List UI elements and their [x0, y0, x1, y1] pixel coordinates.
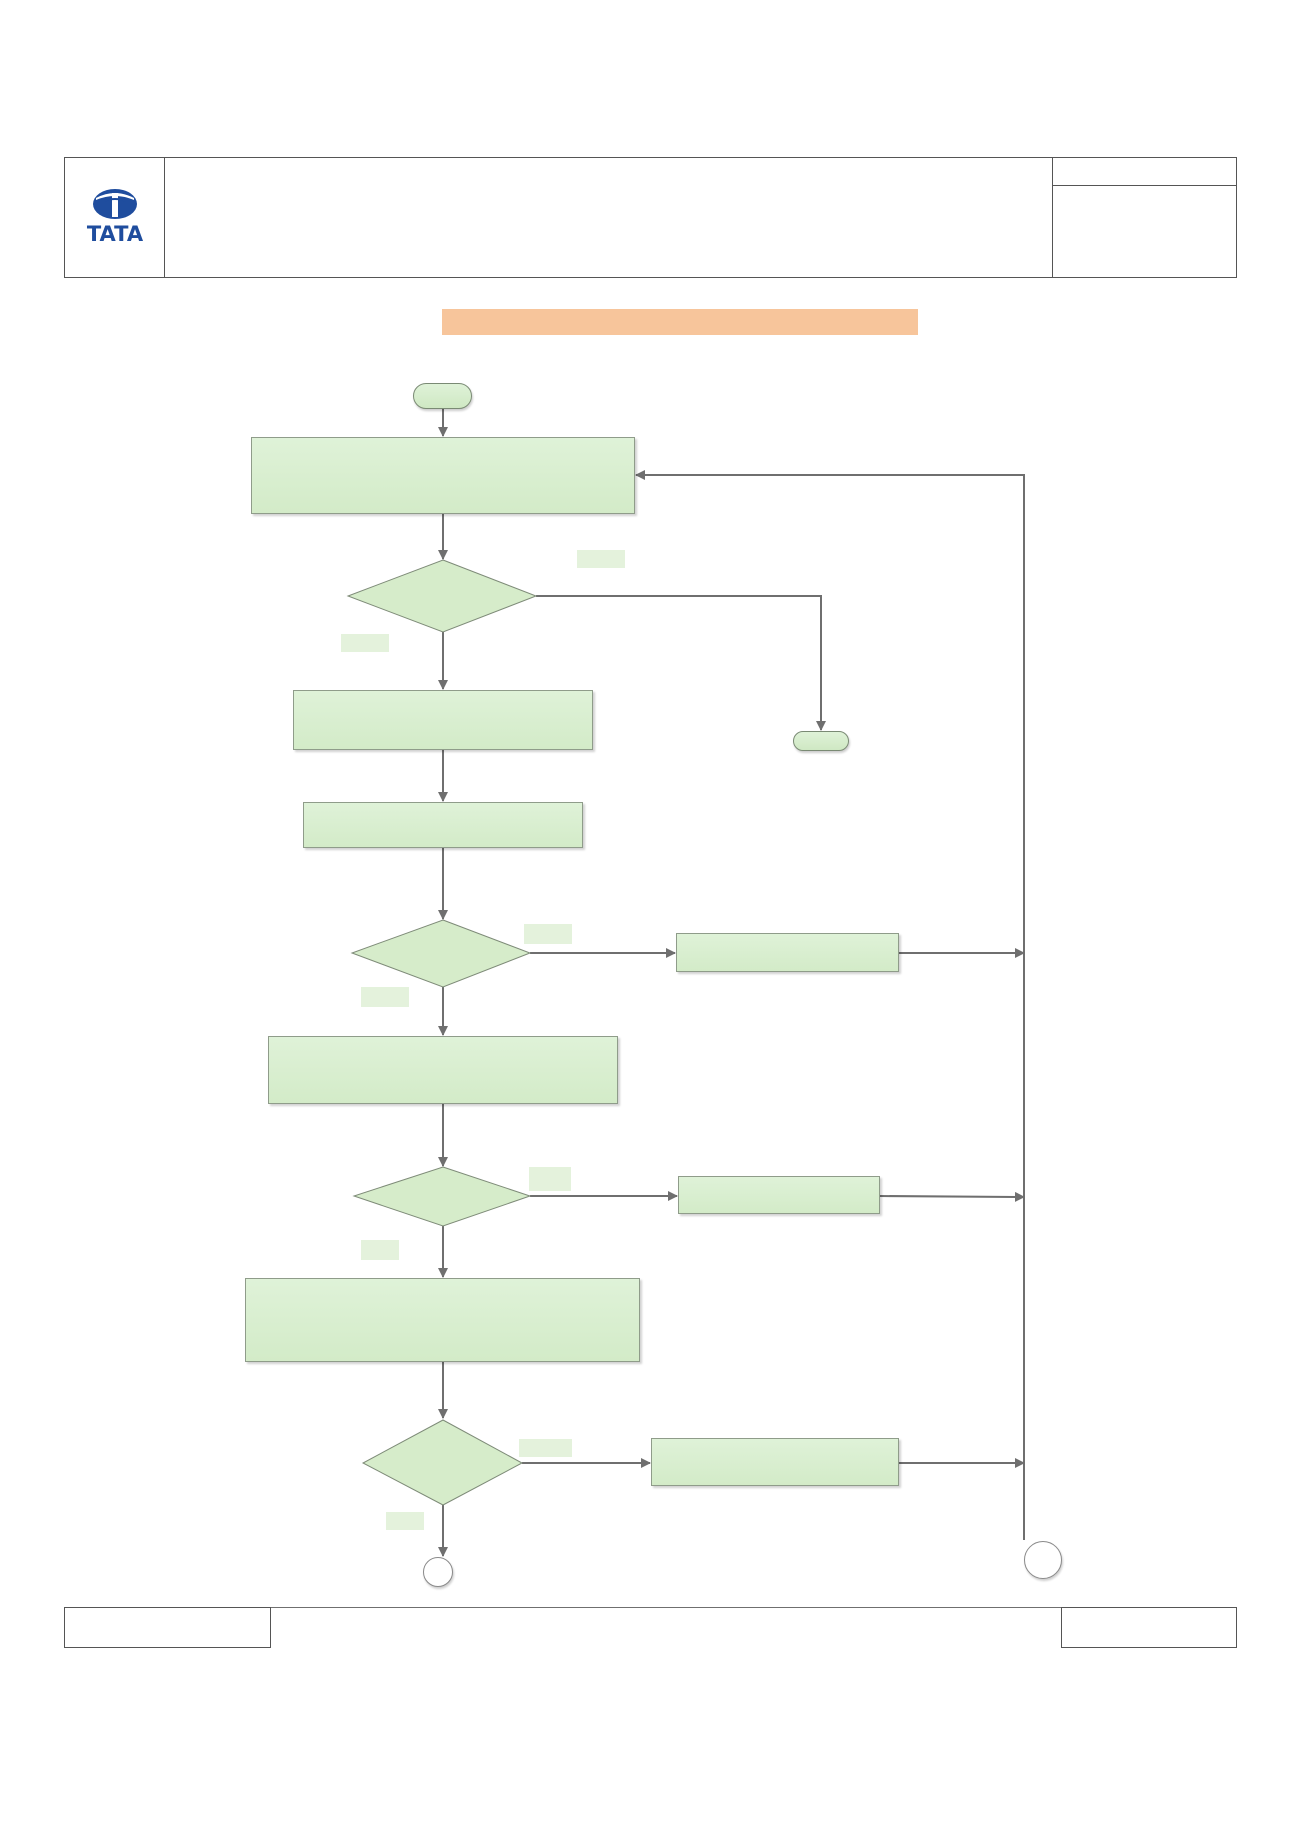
header-logo-cell: TATA [65, 158, 165, 277]
end-terminal-1 [793, 731, 849, 751]
decision-1-branch-down-label [341, 634, 389, 652]
decision-1-branch-right-label [577, 550, 625, 568]
start-terminal [413, 383, 472, 409]
decision-4-branch-down-label [386, 1512, 424, 1530]
process-side-1 [676, 933, 899, 972]
decision-4-shape [361, 1419, 524, 1506]
flowchart-title-banner [442, 309, 918, 335]
decision-3-shape [352, 1166, 532, 1227]
header-title-cell [165, 158, 1053, 277]
header-table: TATA [64, 157, 1237, 278]
process-4 [268, 1036, 618, 1104]
tata-logo-icon [93, 189, 137, 219]
decision-2-branch-right-label [524, 924, 572, 944]
decision-2-shape [350, 919, 532, 988]
footer-divider [64, 1607, 1237, 1608]
connector-bottom [423, 1557, 453, 1587]
connector-right [1024, 1541, 1062, 1579]
decision-1-shape [346, 559, 538, 633]
flow-arrow-s2-loop [879, 1191, 1025, 1202]
decision-3-branch-right-label [529, 1167, 571, 1191]
flow-loop-return [635, 470, 1025, 1540]
decision-3-branch-down-label [361, 1240, 399, 1260]
process-1 [251, 437, 635, 514]
decision-2 [352, 920, 530, 987]
process-side-3 [651, 1438, 899, 1486]
footer-right-cell [1061, 1607, 1237, 1648]
flow-arrow-d1-right [536, 595, 826, 731]
decision-1 [348, 560, 536, 632]
decision-4-branch-right-label [519, 1439, 572, 1457]
process-side-2 [678, 1176, 880, 1214]
process-3 [303, 802, 583, 848]
footer-center [271, 1612, 1061, 1642]
footer-left-cell [64, 1607, 271, 1648]
header-docno-cell [1053, 158, 1236, 186]
decision-4 [363, 1420, 522, 1505]
process-5 [245, 1278, 640, 1362]
decision-2-branch-down-label [361, 987, 409, 1007]
decision-3 [354, 1167, 530, 1226]
logo-wordmark: TATA [86, 222, 144, 246]
process-2 [293, 690, 593, 750]
